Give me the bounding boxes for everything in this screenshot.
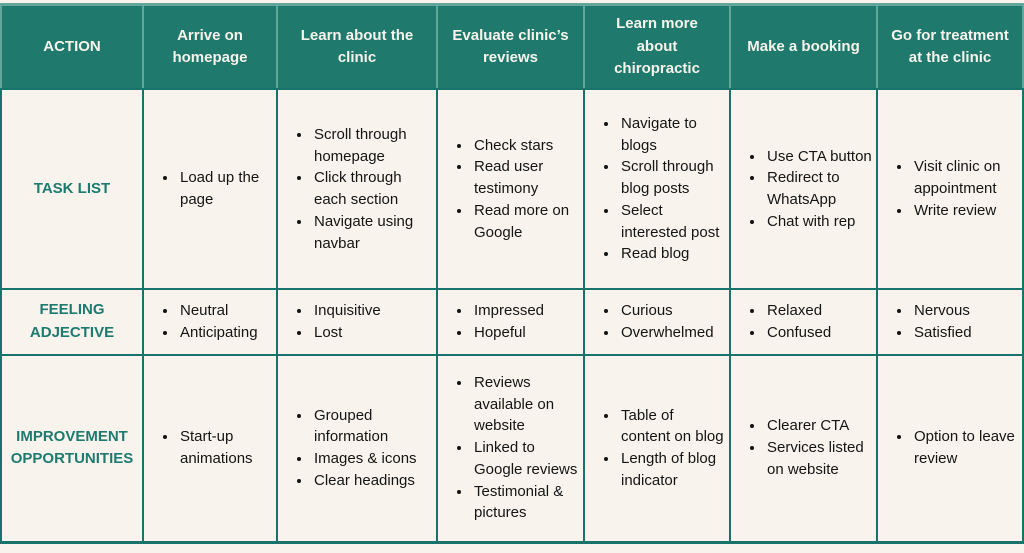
row-label: IMPROVEMENT OPPORTUNITIES (0, 353, 144, 544)
bullet-item: Read user testimony (472, 156, 579, 200)
bullet-item: Reviews available on website (472, 372, 579, 437)
bullet-item: Impressed (472, 300, 579, 322)
stage-header-cell: Evaluate clinic’s reviews (438, 3, 585, 88)
bullet-item: Lost (312, 322, 432, 344)
bullet-item: Neutral (178, 300, 272, 322)
table-row: IMPROVEMENT OPPORTUNITIES Start-up animat… (0, 353, 1024, 544)
journey-cell: CuriousOverwhelmed (585, 288, 731, 354)
bullet-item: Linked to Google reviews (472, 437, 579, 481)
journey-cell: Table of content on blogLength of blog i… (585, 353, 731, 544)
bullet-item: Grouped information (312, 405, 432, 449)
bullet-list: Load up the page (152, 167, 272, 211)
bullet-item: Inquisitive (312, 300, 432, 322)
bullet-item: Use CTA button (765, 146, 872, 168)
bullet-item: Overwhelmed (619, 322, 725, 344)
bullet-item: Read blog (619, 243, 725, 265)
bullet-item: Load up the page (178, 167, 272, 211)
bullet-list: InquisitiveLost (286, 300, 432, 344)
journey-cell: Use CTA buttonRedirect to WhatsAppChat w… (731, 88, 878, 288)
bullet-list: Scroll through homepageClick through eac… (286, 124, 432, 255)
bullet-item: Click through each section (312, 167, 432, 211)
stage-header-cell: Learn about the clinic (278, 3, 438, 88)
journey-cell: ImpressedHopeful (438, 288, 585, 354)
journey-cell: Scroll through homepageClick through eac… (278, 88, 438, 288)
bullet-item: Testimonial & pictures (472, 481, 579, 525)
bullet-item: Hopeful (472, 322, 579, 344)
journey-cell: Check starsRead user testimonyRead more … (438, 88, 585, 288)
table-row: FEELING ADJECTIVENeutralAnticipatingInqu… (0, 288, 1024, 354)
journey-cell: Start-up animations (144, 353, 278, 544)
bullet-item: Satisfied (912, 322, 1018, 344)
row-label: TASK LIST (0, 88, 144, 288)
bullet-item: Nervous (912, 300, 1018, 322)
journey-cell: Load up the page (144, 88, 278, 288)
bullet-item: Select interested post (619, 200, 725, 244)
journey-cell: Option to leave review (878, 353, 1024, 544)
bullet-list: Clearer CTAServices listed on website (739, 415, 872, 480)
journey-cell: Navigate to blogsScroll through blog pos… (585, 88, 731, 288)
bullet-item: Curious (619, 300, 725, 322)
bullet-list: Option to leave review (886, 426, 1018, 470)
table-row: TASK LIST Load up the page Scroll through … (0, 88, 1024, 288)
bullet-item: Navigate to blogs (619, 113, 725, 157)
journey-cell: Grouped informationImages & iconsClear h… (278, 353, 438, 544)
bullet-item: Scroll through blog posts (619, 156, 725, 200)
bullet-item: Option to leave review (912, 426, 1018, 470)
bullet-list: Grouped informationImages & iconsClear h… (286, 405, 432, 492)
bullet-list: Visit clinic on appointmentWrite review (886, 156, 1018, 221)
corner-header-cell: ACTION (0, 3, 144, 88)
bullet-item: Scroll through homepage (312, 124, 432, 168)
bullet-item: Chat with rep (765, 211, 872, 233)
bullet-item: Navigate using navbar (312, 211, 432, 255)
journey-cell: RelaxedConfused (731, 288, 878, 354)
bullet-list: Check starsRead user testimonyRead more … (446, 135, 579, 244)
bullet-item: Services listed on website (765, 437, 872, 481)
bullet-item: Write review (912, 200, 1018, 222)
table-body: TASK LIST Load up the page Scroll through … (0, 88, 1024, 544)
bullet-list: CuriousOverwhelmed (593, 300, 725, 344)
bullet-item: Relaxed (765, 300, 872, 322)
journey-cell: Reviews available on websiteLinked to Go… (438, 353, 585, 544)
bullet-list: Reviews available on websiteLinked to Go… (446, 372, 579, 524)
bullet-item: Clearer CTA (765, 415, 872, 437)
journey-cell: NeutralAnticipating (144, 288, 278, 354)
stage-header-cell: Arrive on homepage (144, 3, 278, 88)
bullet-list: Table of content on blogLength of blog i… (593, 405, 725, 492)
bullet-item: Anticipating (178, 322, 272, 344)
bullet-item: Table of content on blog (619, 405, 725, 449)
bullet-item: Redirect to WhatsApp (765, 167, 872, 211)
bullet-item: Start-up animations (178, 426, 272, 470)
stage-header-cell: Go for treatment at the clinic (878, 3, 1024, 88)
bullet-item: Read more on Google (472, 200, 579, 244)
bullet-item: Length of blog indicator (619, 448, 725, 492)
bullet-item: Clear headings (312, 470, 432, 492)
bullet-item: Confused (765, 322, 872, 344)
bullet-list: ImpressedHopeful (446, 300, 579, 344)
bullet-list: Navigate to blogsScroll through blog pos… (593, 113, 725, 265)
stage-header-cell: Learn more about chiropractic (585, 3, 731, 88)
bullet-item: Images & icons (312, 448, 432, 470)
journey-cell: Clearer CTAServices listed on website (731, 353, 878, 544)
bullet-item: Visit clinic on appointment (912, 156, 1018, 200)
bullet-item: Check stars (472, 135, 579, 157)
bullet-list: RelaxedConfused (739, 300, 872, 344)
bullet-list: Start-up animations (152, 426, 272, 470)
journey-cell: NervousSatisfied (878, 288, 1024, 354)
bullet-list: NeutralAnticipating (152, 300, 272, 344)
journey-cell: Visit clinic on appointmentWrite review (878, 88, 1024, 288)
journey-cell: InquisitiveLost (278, 288, 438, 354)
row-label: FEELING ADJECTIVE (0, 288, 144, 354)
bullet-list: Use CTA buttonRedirect to WhatsAppChat w… (739, 146, 872, 233)
stage-header-cell: Make a booking (731, 3, 878, 88)
bullet-list: NervousSatisfied (886, 300, 1018, 344)
